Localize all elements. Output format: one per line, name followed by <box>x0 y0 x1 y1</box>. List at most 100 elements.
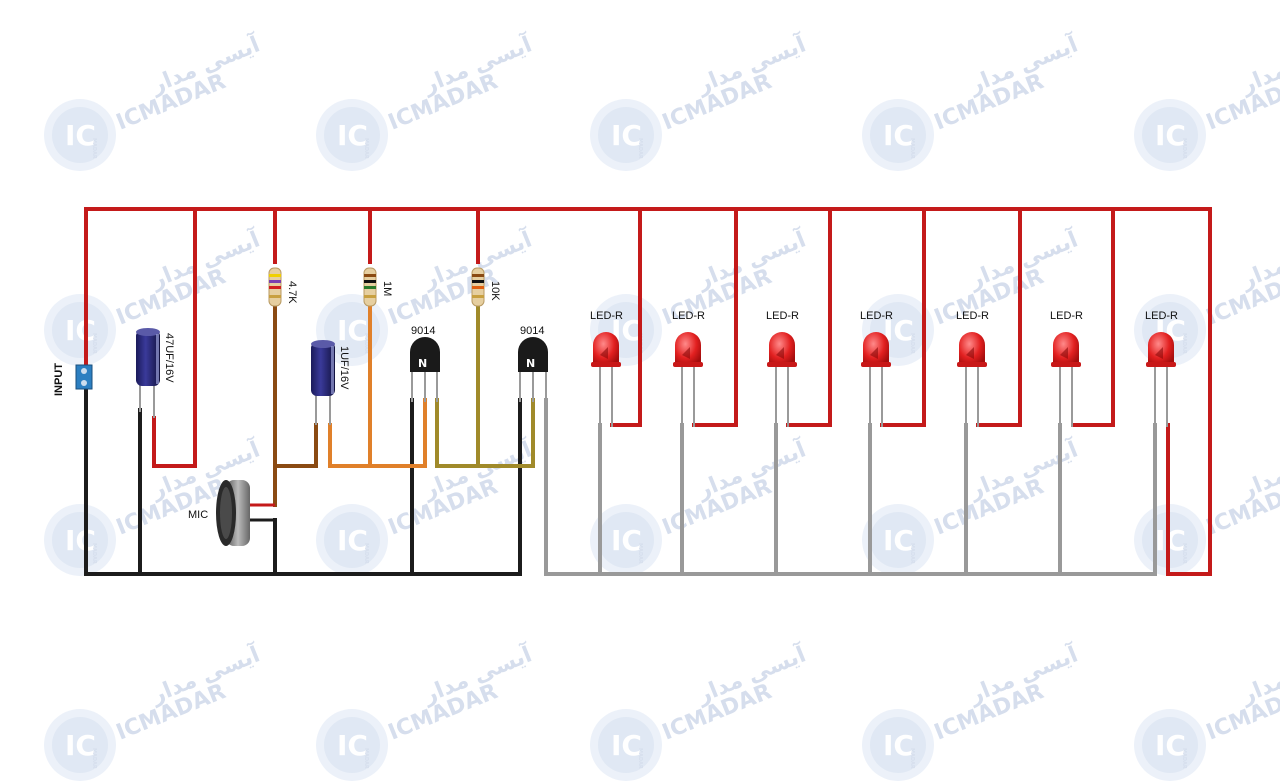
watermark-badge-subtext: MADAR <box>909 748 915 769</box>
watermark-badge <box>598 512 654 568</box>
transistor-q1: N 9014 <box>410 325 440 402</box>
watermark-badge-text: IC <box>65 524 96 557</box>
led-label: LED-R <box>956 310 989 322</box>
led2-vcc-wire <box>692 207 738 427</box>
watermark-badge-subtext: MADAR <box>637 748 643 769</box>
watermark-badge-subtext: MADAR <box>363 138 369 159</box>
watermark-badge-subtext: MADAR <box>91 748 97 769</box>
watermark-badge-text: IC <box>65 314 96 347</box>
watermark-badge-text: IC <box>883 524 914 557</box>
microphone: MIC <box>188 480 275 546</box>
c1-positive-wire <box>152 207 197 468</box>
led-array: LED-R LED-R LED-R LED-R LED-R LED-R LED-R <box>590 310 1178 427</box>
led-label: LED-R <box>766 310 799 322</box>
led1-vcc-wire <box>610 207 642 427</box>
input-label: INPUT <box>53 363 65 396</box>
led-6: LED-R <box>1050 310 1083 427</box>
watermark-badge-text: IC <box>611 119 642 152</box>
r3-label: 10K <box>489 281 501 301</box>
watermark-badge-subtext: MADAR <box>909 543 915 564</box>
watermark-badge <box>870 717 926 773</box>
transistor-q2: N 9014 <box>518 325 548 402</box>
c1-label: 47UF/16V <box>163 333 175 383</box>
watermark-badge-subtext: MADAR <box>363 748 369 769</box>
watermark-badge-text: IC <box>337 314 368 347</box>
watermark-badge-text: IC <box>1155 119 1186 152</box>
q1-symbol: N <box>418 357 427 370</box>
watermark-badge-subtext: MADAR <box>91 543 97 564</box>
led3-vcc-wire <box>786 207 832 427</box>
resistor-r3: 10K <box>471 267 501 307</box>
input-terminal: INPUT <box>53 363 93 396</box>
led6-vcc-wire <box>1071 207 1115 427</box>
watermark-badge <box>324 512 380 568</box>
watermark-badge-text: IC <box>65 729 96 762</box>
watermark-badge <box>52 717 108 773</box>
watermark-badge-subtext: MADAR <box>91 138 97 159</box>
watermark-badge <box>52 302 108 358</box>
capacitor-c1: 47UF/16V <box>136 328 175 418</box>
led-label: LED-R <box>1145 310 1178 322</box>
watermark-badge-text: IC <box>1155 524 1186 557</box>
watermark-badge <box>598 107 654 163</box>
watermark-badge-subtext: MADAR <box>909 333 915 354</box>
watermark-badge-subtext: MADAR <box>91 333 97 354</box>
watermark-badge-subtext: MADAR <box>637 543 643 564</box>
led-3: LED-R <box>766 310 799 427</box>
watermark-badge <box>324 717 380 773</box>
watermark-badge-text: IC <box>611 729 642 762</box>
led-cathode-rail <box>544 398 1157 576</box>
q1-label: 9014 <box>411 325 435 337</box>
watermark-badge-text: IC <box>337 119 368 152</box>
led-label: LED-R <box>672 310 705 322</box>
watermark-badge-subtext: MADAR <box>363 543 369 564</box>
watermark-badge <box>1142 717 1198 773</box>
led-label: LED-R <box>590 310 623 322</box>
resistor-r1: 4.7K <box>268 267 298 307</box>
watermark-badge <box>324 107 380 163</box>
watermark-badge-text: IC <box>611 524 642 557</box>
watermark-badge <box>52 107 108 163</box>
c2-negative-wire <box>273 423 318 468</box>
watermark-badge-subtext: MADAR <box>637 138 643 159</box>
watermark-badge-text: IC <box>1155 729 1186 762</box>
watermark-badge-text: IC <box>65 119 96 152</box>
led-label: LED-R <box>1050 310 1083 322</box>
capacitor-c2: 1UF/16V <box>311 340 350 425</box>
watermark-badge-subtext: MADAR <box>909 138 915 159</box>
led-4: LED-R <box>860 310 893 427</box>
q2-symbol: N <box>526 357 535 370</box>
watermark-badge-text: IC <box>883 729 914 762</box>
watermark-badge-subtext: MADAR <box>1181 138 1187 159</box>
resistor-r2: 1M <box>363 267 393 307</box>
watermark-badge-subtext: MADAR <box>1181 543 1187 564</box>
watermark-badge-text: IC <box>337 524 368 557</box>
watermark-badge <box>870 107 926 163</box>
led-label: LED-R <box>860 310 893 322</box>
watermark-badge-subtext: MADAR <box>1181 333 1187 354</box>
c2-label: 1UF/16V <box>338 346 350 390</box>
led4-vcc-wire <box>880 207 926 427</box>
q1-collector-wire <box>435 398 535 468</box>
watermark-badge <box>324 302 380 358</box>
mic-label: MIC <box>188 509 208 521</box>
r2-label: 1M <box>381 281 393 296</box>
watermark-badge-text: IC <box>883 119 914 152</box>
led-5: LED-R <box>956 310 989 427</box>
watermark-badge <box>52 512 108 568</box>
watermark-badge-subtext: MADAR <box>363 333 369 354</box>
watermark-badge-subtext: MADAR <box>1181 748 1187 769</box>
led7-vcc-wire <box>1166 207 1212 576</box>
